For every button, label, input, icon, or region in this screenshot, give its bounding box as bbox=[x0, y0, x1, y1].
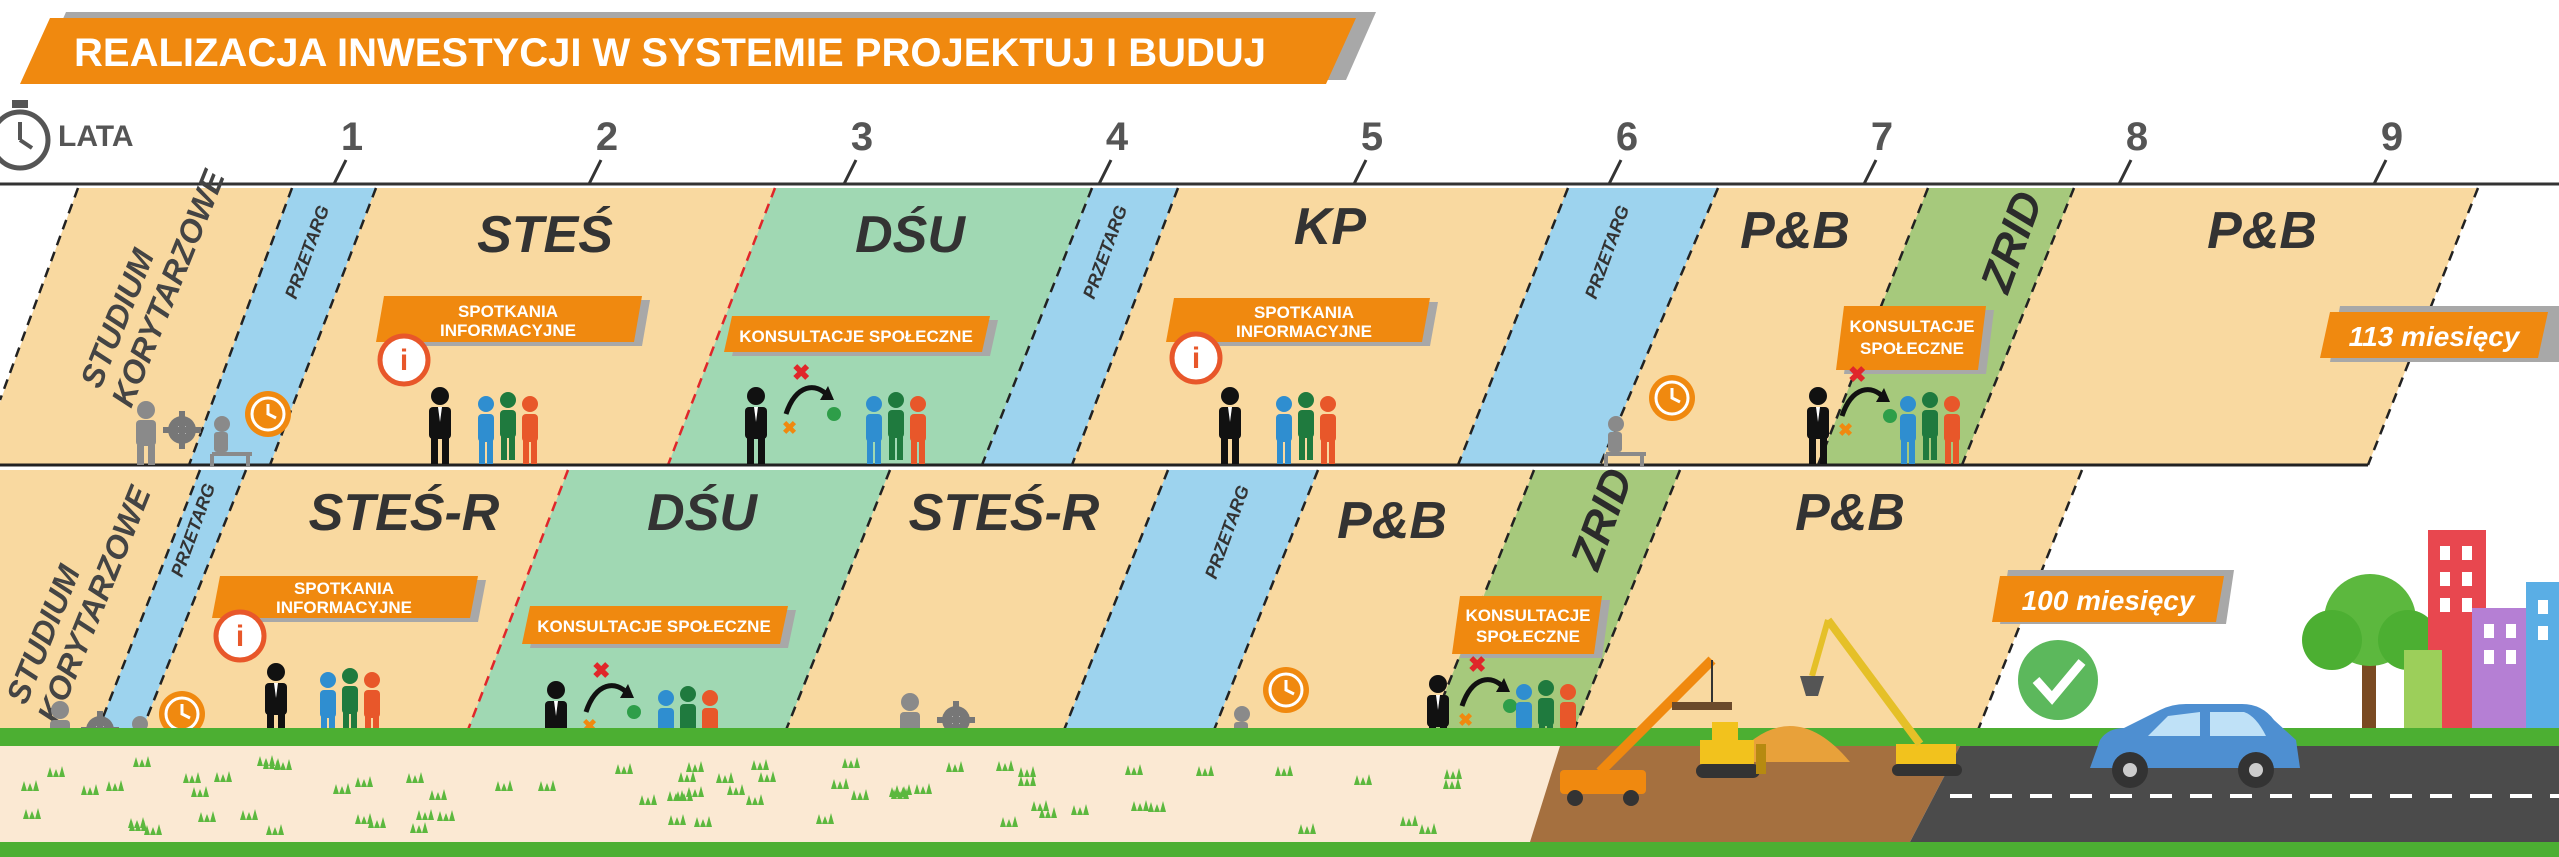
title-banner: REALIZACJA INWESTYCJI W SYSTEMIE PROJEKT… bbox=[20, 12, 1376, 84]
year-tick bbox=[1352, 159, 1368, 185]
year-label: 2 bbox=[596, 115, 618, 159]
lower-duration-badge: 100 miesięcy bbox=[1992, 570, 2234, 624]
upper-phase-pb: P&B bbox=[1740, 202, 1850, 260]
year-label: 7 bbox=[1871, 115, 1893, 159]
crane-icon bbox=[1560, 656, 1732, 806]
upper-band-przetarg bbox=[189, 188, 376, 465]
upper-duration: 113 miesięcy bbox=[2349, 321, 2521, 352]
upper-phase-dsu: DŚU bbox=[855, 206, 966, 264]
lower-band-przetarg bbox=[96, 470, 246, 735]
lower-phase-pb-2: P&B bbox=[1795, 484, 1905, 542]
upper-phase-pb-2: P&B bbox=[2207, 202, 2317, 260]
stopwatch-icon bbox=[0, 100, 51, 171]
year-label: 4 bbox=[1106, 115, 1129, 159]
info-icon bbox=[1172, 334, 1220, 382]
lower-label-konsultacje-2: KONSULTACJE SPOŁECZNE bbox=[1452, 596, 1610, 658]
clock-icon bbox=[243, 389, 293, 439]
year-tick bbox=[1607, 159, 1623, 185]
svg-text:SPOŁECZNE: SPOŁECZNE bbox=[1860, 339, 1964, 358]
clock-icon bbox=[1647, 373, 1697, 423]
svg-text:KONSULTACJE SPOŁECZNE: KONSULTACJE SPOŁECZNE bbox=[537, 617, 771, 636]
year-tick bbox=[332, 159, 348, 185]
lower-band-przetarg-2 bbox=[1062, 470, 1318, 735]
svg-text:INFORMACYJNE: INFORMACYJNE bbox=[440, 321, 576, 340]
excavator-icon bbox=[1800, 617, 1962, 776]
svg-text:SPOTKANIA: SPOTKANIA bbox=[294, 579, 394, 598]
svg-text:SPOTKANIA: SPOTKANIA bbox=[458, 302, 558, 321]
upper-band-przetarg-3 bbox=[1458, 188, 1718, 465]
upper-band-pb-2 bbox=[1962, 188, 2478, 465]
year-tick bbox=[1097, 159, 1113, 185]
lower-phase-dsu: DŚU bbox=[647, 484, 758, 542]
svg-text:SPOŁECZNE: SPOŁECZNE bbox=[1476, 627, 1580, 646]
lower-label-spotkania: SPOTKANIA INFORMACYJNE bbox=[212, 576, 486, 622]
bulldozer-icon bbox=[1696, 722, 1766, 778]
year-tick bbox=[587, 159, 603, 185]
timeline: LATA 1 2 3 4 5 6 7 8 9 bbox=[0, 100, 2559, 186]
year-label: 9 bbox=[2381, 115, 2403, 159]
year-tick bbox=[842, 159, 858, 185]
upper-band-studium bbox=[0, 188, 292, 465]
year-label: 1 bbox=[341, 115, 363, 159]
clock-icon bbox=[1261, 665, 1311, 715]
lower-band-stes-r-2 bbox=[784, 470, 1168, 735]
lower-duration: 100 miesięcy bbox=[2022, 585, 2196, 616]
svg-text:KONSULTACJE: KONSULTACJE bbox=[1466, 606, 1591, 625]
svg-text:INFORMACYJNE: INFORMACYJNE bbox=[1236, 322, 1372, 341]
svg-text:KONSULTACJE: KONSULTACJE bbox=[1850, 317, 1975, 336]
timeline-unit-label: LATA bbox=[58, 120, 134, 153]
lower-label-konsultacje-1: KONSULTACJE SPOŁECZNE bbox=[522, 606, 796, 648]
svg-text:KONSULTACJE SPOŁECZNE: KONSULTACJE SPOŁECZNE bbox=[739, 327, 973, 346]
lower-band-studium bbox=[0, 470, 200, 735]
upper-label-spotkania-2: SPOTKANIA INFORMACYJNE bbox=[1166, 298, 1438, 346]
info-icon bbox=[380, 336, 428, 384]
upper-label-spotkania-1: SPOTKANIA INFORMACYJNE bbox=[376, 296, 650, 346]
page-title: REALIZACJA INWESTYCJI W SYSTEMIE PROJEKT… bbox=[74, 31, 1266, 75]
lower-phase-pb: P&B bbox=[1337, 492, 1447, 550]
upper-row: STUDIUM KORYTARZOWE PRZETARG PRZETARG PR… bbox=[0, 164, 2559, 467]
upper-phase-kp: KP bbox=[1294, 198, 1367, 256]
lower-phase-stes-r: STEŚ-R bbox=[309, 484, 500, 542]
year-tick bbox=[1862, 159, 1878, 185]
year-label: 3 bbox=[851, 115, 873, 159]
car-icon bbox=[2090, 704, 2300, 788]
svg-text:INFORMACYJNE: INFORMACYJNE bbox=[276, 598, 412, 617]
upper-band-przetarg-2 bbox=[982, 188, 1178, 465]
lower-phase-stes-r-2: STEŚ-R bbox=[909, 484, 1100, 542]
checkmark-icon bbox=[2018, 640, 2098, 720]
info-icon bbox=[216, 612, 264, 660]
upper-phase-stes: STEŚ bbox=[477, 206, 613, 264]
building-icon bbox=[2404, 530, 2559, 728]
lower-row: STUDIUM KORYTARZOWE PRZETARG PRZETARG ST… bbox=[0, 462, 2234, 766]
tree-icon bbox=[2302, 574, 2438, 728]
year-label: 6 bbox=[1616, 115, 1638, 159]
year-label: 5 bbox=[1361, 115, 1383, 159]
lower-band-dsu bbox=[466, 470, 890, 735]
svg-text:SPOTKANIA: SPOTKANIA bbox=[1254, 303, 1354, 322]
year-tick bbox=[2117, 159, 2133, 185]
year-tick bbox=[2372, 159, 2388, 185]
upper-duration-badge: 113 miesięcy bbox=[2320, 306, 2559, 362]
upper-label-konsultacje-1: KONSULTACJE SPOŁECZNE bbox=[724, 316, 998, 356]
upper-label-konsultacje-2: KONSULTACJE SPOŁECZNE bbox=[1836, 306, 1994, 374]
year-label: 8 bbox=[2126, 115, 2148, 159]
